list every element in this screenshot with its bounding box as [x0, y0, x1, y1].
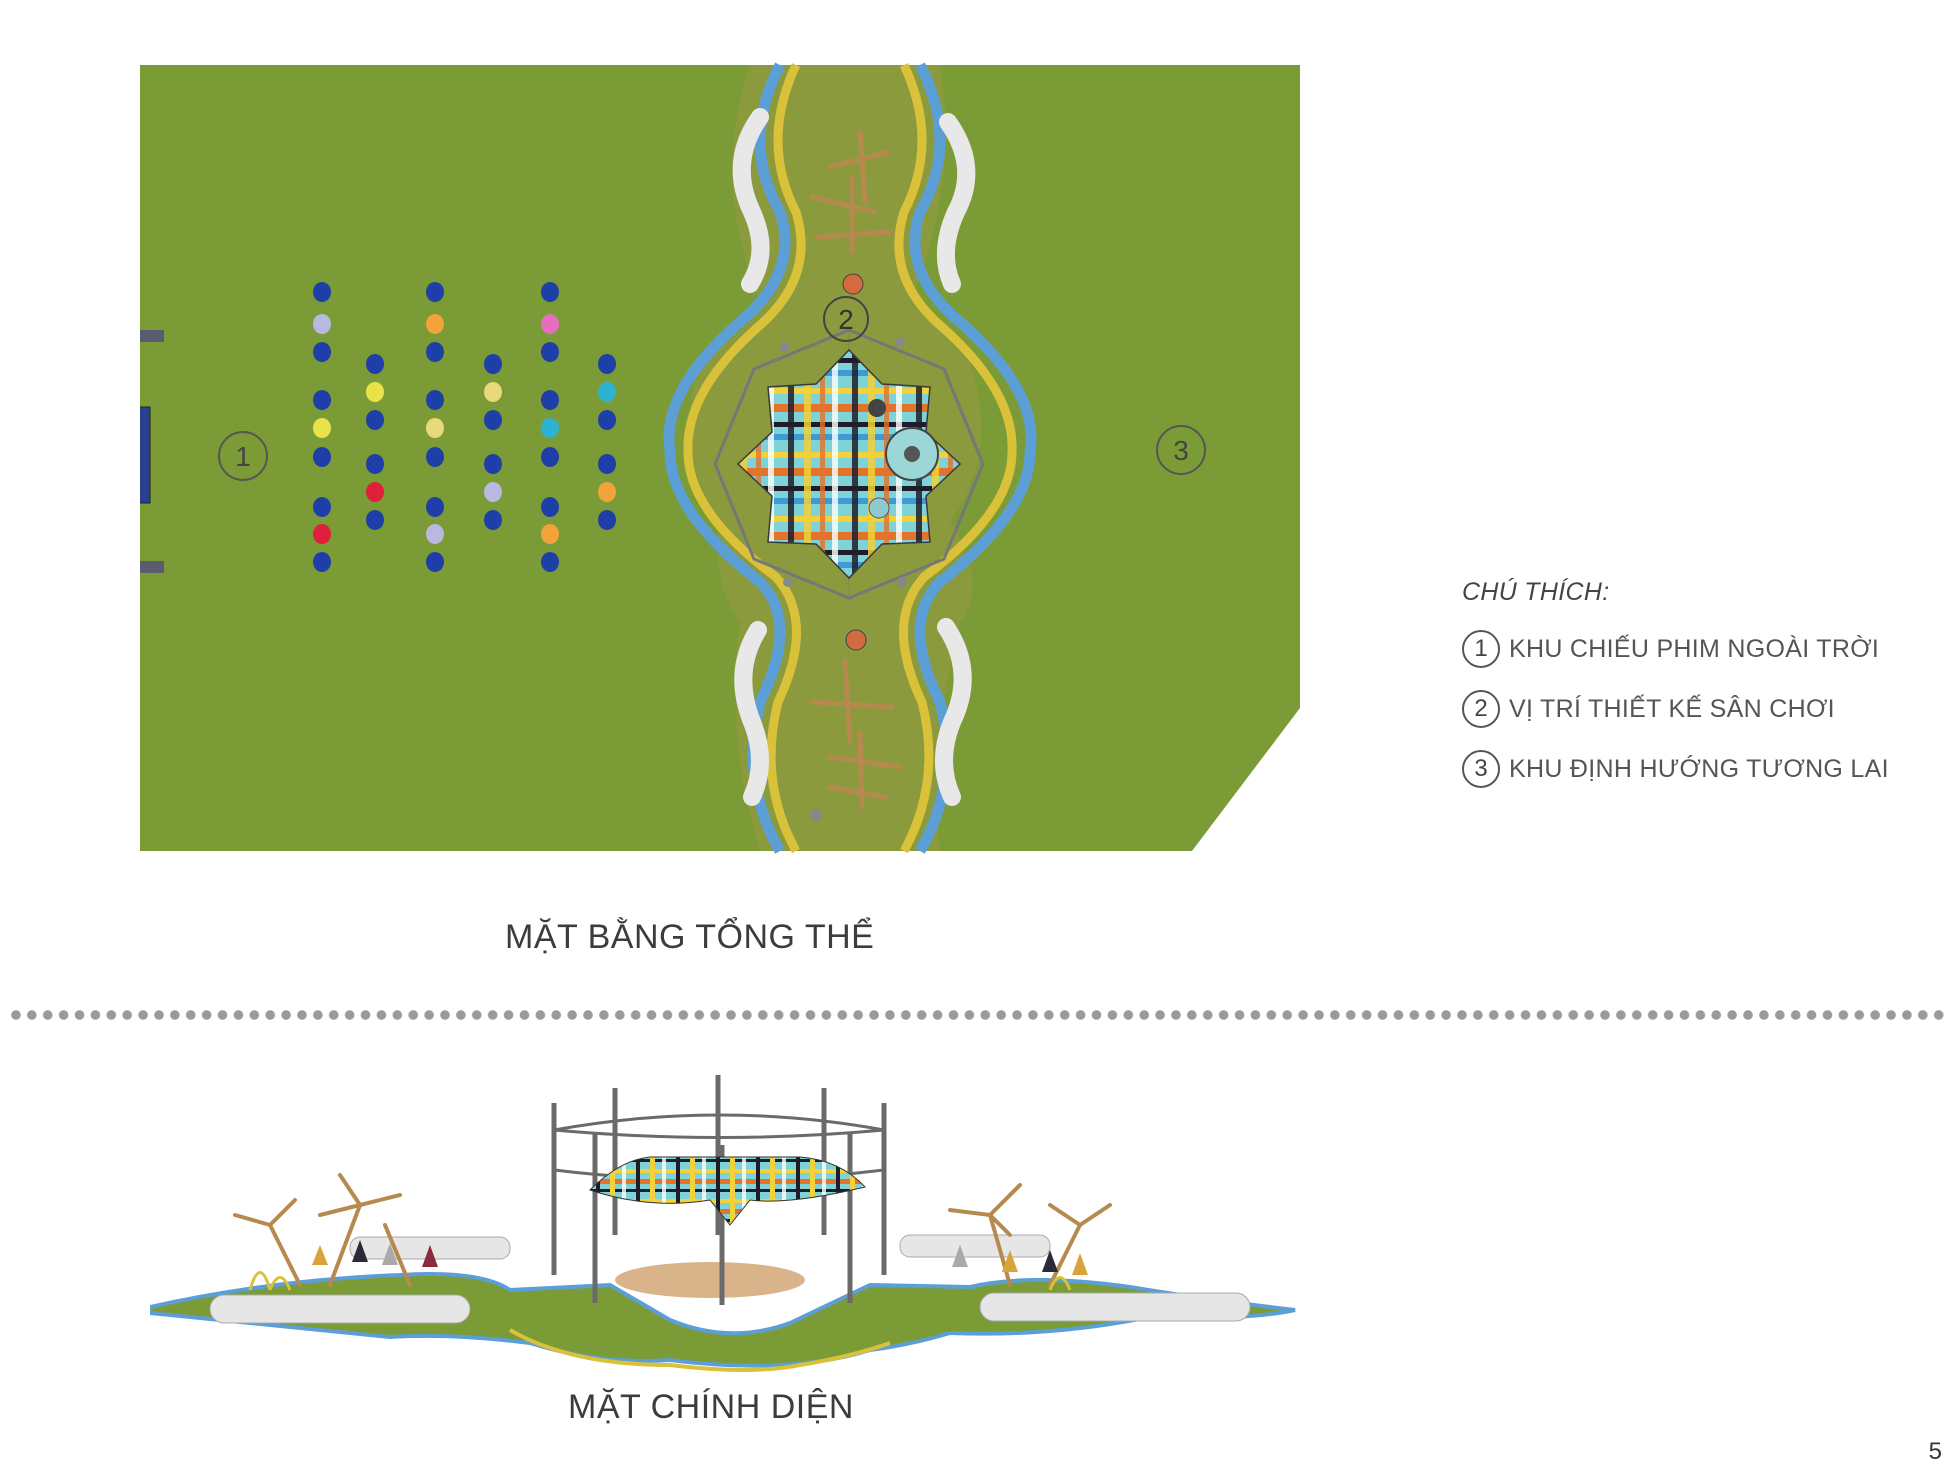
seat-21	[541, 390, 559, 410]
zone-marker-2: 2	[823, 296, 869, 342]
zone-marker-3-label: 3	[1173, 435, 1189, 466]
legend: CHÚ THÍCH: 1 KHU CHIẾU PHIM NGOÀI TRỜI 2…	[1462, 578, 1932, 809]
legend-item-1: 1 KHU CHIẾU PHIM NGOÀI TRỜI	[1462, 629, 1932, 669]
seat-13	[426, 418, 444, 438]
seat-43	[598, 482, 616, 502]
seat-38	[484, 510, 502, 530]
zone-marker-1-label: 1	[235, 441, 251, 472]
zone-marker-2-label: 2	[838, 304, 854, 335]
seat-9	[426, 282, 444, 302]
outdoor-screen	[140, 406, 151, 504]
seat-36	[484, 454, 502, 474]
path-yellow-left	[683, 63, 806, 854]
seat-32	[366, 510, 384, 530]
seat-41	[598, 410, 616, 430]
seat-33	[484, 354, 502, 374]
seat-19	[541, 314, 559, 334]
seat-27	[366, 354, 384, 374]
seat-6	[313, 497, 331, 517]
seat-25	[541, 524, 559, 544]
seat-14	[426, 447, 444, 467]
play-equipment-bottom	[809, 659, 903, 810]
seat-4	[313, 418, 331, 438]
seat-18	[541, 282, 559, 302]
seat-44	[598, 510, 616, 530]
plan-caption: MẶT BẰNG TỔNG THỂ	[505, 918, 875, 956]
bench-top-right	[936, 113, 976, 293]
legend-text-2: VỊ TRÍ THIẾT KẾ SÂN CHƠI	[1509, 694, 1835, 723]
elevation-canopy	[589, 1156, 866, 1226]
bench-bottom-left	[734, 621, 769, 806]
seat-11	[426, 342, 444, 362]
seat-39	[598, 354, 616, 374]
seat-12	[426, 390, 444, 410]
seat-40	[598, 382, 616, 402]
cinema-seating	[313, 282, 616, 572]
seat-42	[598, 454, 616, 474]
plaid-canopy	[736, 348, 962, 580]
seat-30	[366, 454, 384, 474]
seat-15	[426, 497, 444, 517]
seat-10	[426, 314, 444, 334]
legend-item-2: 2 VỊ TRÍ THIẾT KẾ SÂN CHƠI	[1462, 689, 1932, 729]
legend-text-3: KHU ĐỊNH HƯỚNG TƯƠNG LAI	[1509, 754, 1889, 783]
bench-top-left	[732, 108, 770, 293]
seat-22	[541, 418, 559, 438]
path-yellow-right	[894, 63, 1017, 854]
elevation-bench-left	[209, 1294, 471, 1324]
elevation-cones	[312, 1240, 1088, 1275]
play-equipment-top	[809, 129, 893, 255]
seat-34	[484, 382, 502, 402]
seat-23	[541, 447, 559, 467]
seat-17	[426, 552, 444, 572]
legend-text-1: KHU CHIẾU PHIM NGOÀI TRỜI	[1509, 634, 1880, 663]
seat-29	[366, 410, 384, 430]
elevation-windmill-right	[948, 1183, 1112, 1287]
octagon-frame	[713, 328, 985, 600]
seat-35	[484, 410, 502, 430]
seat-7	[313, 524, 331, 544]
seat-2	[313, 342, 331, 362]
seat-8	[313, 552, 331, 572]
seat-28	[366, 382, 384, 402]
seat-31	[366, 482, 384, 502]
seat-0	[313, 282, 331, 302]
seat-37	[484, 482, 502, 502]
seat-24	[541, 497, 559, 517]
seat-3	[313, 390, 331, 410]
seat-16	[426, 524, 444, 544]
legend-title: CHÚ THÍCH:	[1462, 578, 1610, 606]
legend-number-2: 2	[1462, 690, 1500, 728]
bench-bottom-right	[935, 618, 972, 806]
seat-20	[541, 342, 559, 362]
elevation-windmill-left	[233, 1173, 412, 1287]
legend-number-3: 3	[1462, 750, 1500, 788]
elevation-bench-right	[979, 1292, 1251, 1322]
seat-1	[313, 314, 331, 334]
path-blue-right	[909, 62, 1037, 854]
seat-5	[313, 447, 331, 467]
site-plan-drawing: 1 2 3	[140, 62, 1300, 854]
legend-item-3: 3 KHU ĐỊNH HƯỚNG TƯƠNG LAI	[1462, 749, 1932, 789]
zone-marker-3: 3	[1156, 425, 1206, 475]
page-number: 5	[1928, 1438, 1942, 1465]
path-blue-left	[663, 62, 791, 854]
zone-marker-1: 1	[218, 431, 268, 481]
elevation-caption: MẶT CHÍNH DIỆN	[568, 1388, 854, 1426]
front-elevation-drawing	[150, 1075, 1296, 1372]
dotted-divider	[8, 1009, 1948, 1021]
legend-number-1: 1	[1462, 630, 1500, 668]
seat-26	[541, 552, 559, 572]
